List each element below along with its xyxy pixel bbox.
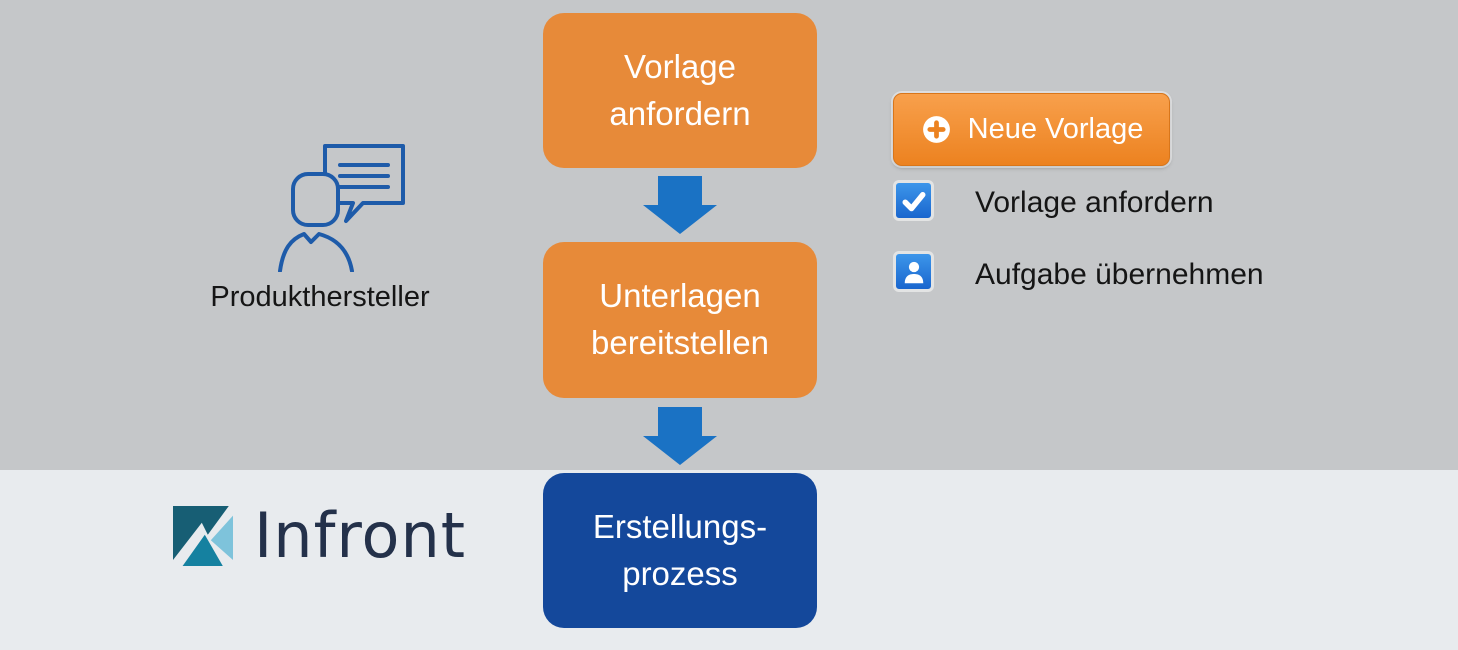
flow-step-line: Erstellungs- (592, 507, 768, 545)
infront-logo: Infront (172, 505, 466, 567)
checkmark-icon (902, 191, 925, 211)
flow-step-line: bereitstellen (591, 324, 769, 361)
infront-logo-icon (173, 506, 233, 566)
flow-step-line: anfordern (609, 94, 751, 132)
user-icon (904, 261, 923, 283)
take-over-task-icon-button[interactable] (893, 251, 934, 292)
arrow-down-icon (643, 407, 717, 465)
new-template-button[interactable]: Neue Vorlage (893, 93, 1170, 166)
arrow-down-icon (643, 176, 717, 234)
flow-step-line: Unterlagen (599, 277, 761, 315)
flow-step-erstellungsprozess: Erstellungs- prozess (543, 473, 817, 628)
person-speech-bubble-icon (278, 144, 405, 272)
flow-step-vorlage-anfordern: Vorlage anfordern (543, 13, 817, 168)
flow-step-line: Vorlage (624, 47, 736, 85)
new-template-button-label: Neue Vorlage (967, 113, 1144, 145)
legend-item-label: Aufgabe übernehmen (975, 258, 1264, 291)
flow-step-line: prozess (622, 554, 738, 592)
flow-step-unterlagen-bereitstellen: Unterlagen bereitstellen (543, 242, 817, 398)
plus-circle-icon (922, 116, 950, 143)
request-template-icon-button[interactable] (893, 180, 934, 221)
actor-label: Produkthersteller (210, 281, 430, 313)
infront-wordmark: Infront (254, 499, 467, 572)
legend-item-label: Vorlage anfordern (975, 186, 1214, 219)
